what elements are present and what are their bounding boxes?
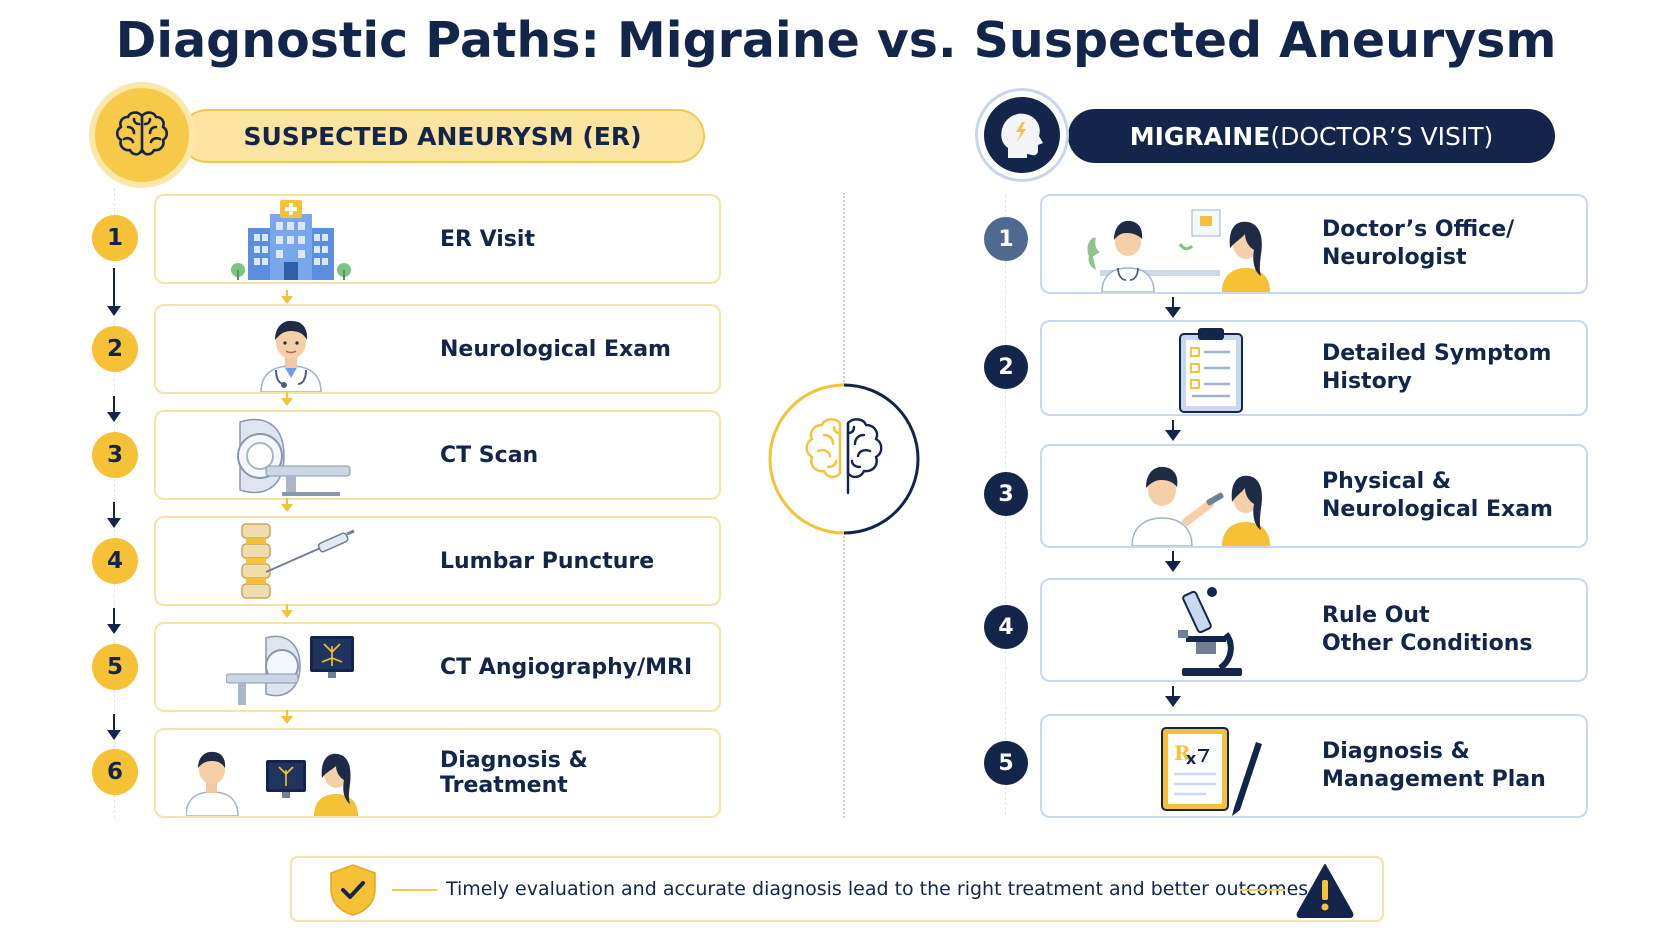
step-number: 1: [984, 217, 1028, 261]
arrow-down-icon: [107, 396, 121, 422]
arrow-down-icon: [1165, 686, 1181, 708]
step-number: 4: [92, 538, 138, 584]
ct-scanner-icon: [226, 416, 356, 498]
step-label: Diagnosis & Management Plan: [1322, 739, 1546, 792]
footer-rule-left: [392, 889, 437, 891]
migraine-header-rest: (DOCTOR’S VISIT): [1270, 121, 1494, 151]
doctor-office-icon: [1082, 200, 1282, 293]
step-label: ER Visit: [440, 226, 535, 252]
footer-message: Timely evaluation and accurate diagnosis…: [446, 878, 1315, 900]
aneurysm-step-er-visit: ER Visit: [154, 194, 721, 284]
migraine-step-symptom-history: Detailed Symptom History: [1040, 320, 1588, 416]
eye-exam-icon: [1082, 450, 1282, 547]
arrow-down-icon: [280, 604, 294, 618]
hospital-icon: [226, 200, 356, 282]
step-number: 2: [92, 326, 138, 372]
warning-icon: [1295, 862, 1355, 918]
footer-rule-right: [1240, 889, 1285, 891]
step-number: 3: [984, 472, 1028, 516]
migraine-step-diagnosis-plan: R x Diagnosis & Management Plan: [1040, 714, 1588, 818]
step-number: 4: [984, 605, 1028, 649]
arrow-down-icon: [107, 268, 121, 316]
migraine-step-doctor-office: Doctor’s Office/ Neurologist: [1040, 194, 1588, 294]
step-label: Doctor’s Office/ Neurologist: [1322, 217, 1515, 270]
migraine-step-physical-exam: Physical & Neurological Exam: [1040, 444, 1588, 548]
step-label: Neurological Exam: [440, 336, 671, 362]
aneurysm-step-ct-scan: CT Scan: [154, 410, 721, 500]
arrow-down-icon: [280, 290, 294, 304]
migraine-step-rule-out: Rule Out Other Conditions: [1040, 578, 1588, 682]
step-label: Rule Out Other Conditions: [1322, 603, 1533, 656]
step-label: CT Angiography/MRI: [440, 654, 693, 680]
step-label: Physical & Neurological Exam: [1322, 469, 1553, 522]
migraine-header: MIGRAINE (DOCTOR’S VISIT): [1068, 109, 1555, 163]
mri-scanner-icon: [225, 628, 356, 710]
aneurysm-step-neuro-exam: Neurological Exam: [154, 304, 721, 394]
step-number: 5: [984, 741, 1028, 785]
step-label: Detailed Symptom History: [1322, 341, 1552, 394]
shield-check-icon: [326, 863, 380, 917]
arrow-down-icon: [1165, 551, 1181, 573]
migraine-header-bold: MIGRAINE: [1129, 121, 1271, 151]
svg-text:R: R: [1174, 741, 1191, 765]
split-brain-icon: [768, 383, 920, 535]
arrow-down-icon: [280, 710, 294, 724]
aneurysm-step-ct-angiography: CT Angiography/MRI: [154, 622, 721, 712]
arrow-down-icon: [1165, 297, 1181, 319]
head-lightning-icon: [975, 88, 1069, 182]
aneurysm-step-diagnosis-treatment: Diagnosis & Treatment: [154, 728, 721, 818]
aneurysm-header: SUSPECTED ANEURYSM (ER): [180, 109, 705, 163]
arrow-down-icon: [107, 502, 121, 528]
step-number: 1: [92, 215, 138, 261]
step-number: 5: [92, 644, 138, 690]
step-number: 6: [92, 749, 138, 795]
aneurysm-step-lumbar-puncture: Lumbar Puncture: [154, 516, 721, 606]
step-label: Lumbar Puncture: [440, 548, 655, 574]
spine-needle-icon: [226, 522, 356, 604]
clipboard-icon: [1082, 326, 1282, 414]
step-label: CT Scan: [440, 442, 539, 468]
brain-icon: [95, 88, 189, 182]
microscope-icon: [1082, 584, 1282, 680]
arrow-down-icon: [107, 714, 121, 740]
footer-banner: Timely evaluation and accurate diagnosis…: [290, 856, 1384, 922]
svg-text:x: x: [1186, 749, 1197, 768]
prescription-icon: R x: [1082, 720, 1282, 816]
arrow-down-icon: [1165, 420, 1181, 442]
step-number: 3: [92, 432, 138, 478]
doctor-patient-icon: [185, 734, 366, 817]
step-label: Diagnosis & Treatment: [440, 748, 588, 798]
page-title: Diagnostic Paths: Migraine vs. Suspected…: [115, 12, 1557, 69]
step-number: 2: [984, 345, 1028, 389]
arrow-down-icon: [107, 608, 121, 634]
arrow-down-icon: [280, 498, 294, 512]
doctor-icon: [226, 310, 356, 393]
arrow-down-icon: [280, 392, 294, 406]
